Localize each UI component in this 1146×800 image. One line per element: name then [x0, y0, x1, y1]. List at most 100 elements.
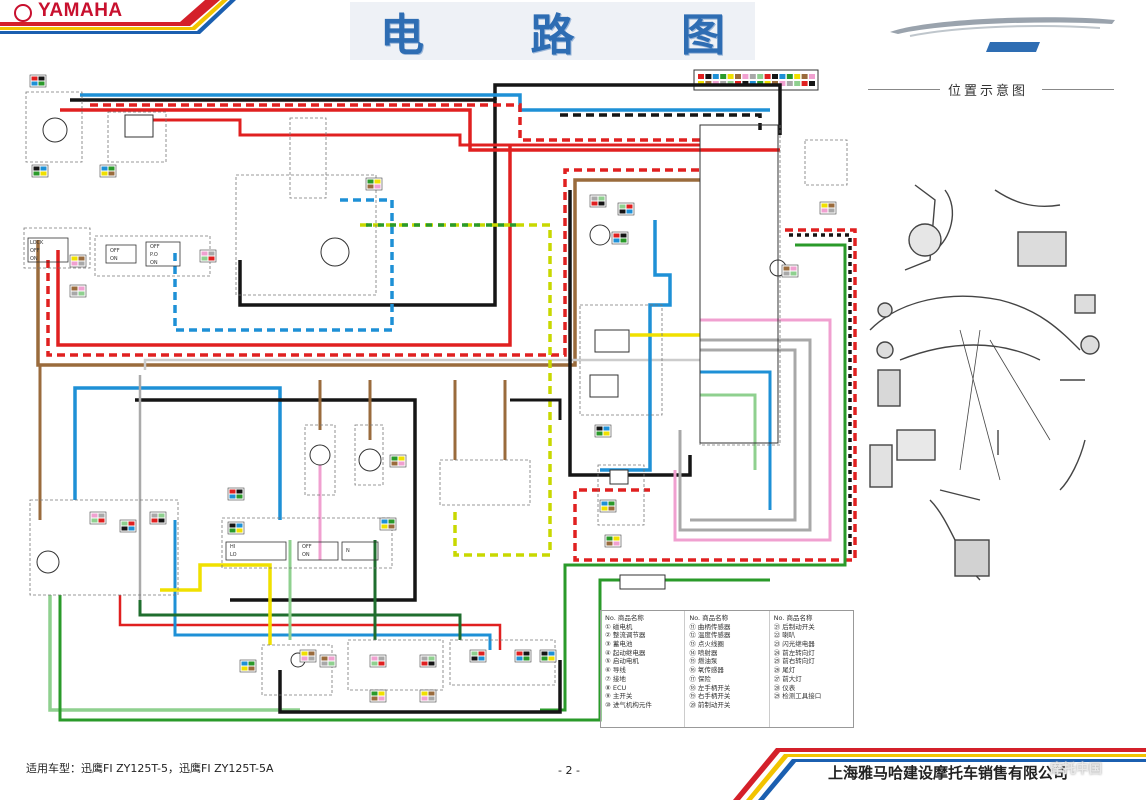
- legend-col-1: No. 商品名称 ① 磁电机 ② 整流调节器 ③ 蓄电池 ④ 起动继电器 ⑤ 启…: [601, 611, 686, 727]
- divider-left: [868, 89, 940, 90]
- fuse-connector-icon: [619, 574, 666, 590]
- connector-pin: [809, 74, 815, 79]
- legend-item: ⑯ 氧传感器: [689, 666, 724, 675]
- magneto-box: [25, 91, 83, 163]
- headlight-box: [304, 424, 336, 496]
- legend-item: ⑭ 喷射器: [689, 648, 718, 657]
- fuel-injector-icon: [589, 224, 611, 246]
- wire-blue-bottom: [173, 520, 492, 650]
- connector-chip: [319, 654, 337, 668]
- divider-right: [1042, 89, 1114, 90]
- legend-item: ⑥ 导线: [605, 666, 626, 675]
- connector-chip: [299, 649, 317, 663]
- legend-item: ⑩ 进气机构元件: [605, 700, 652, 709]
- main-switch-box: [23, 227, 91, 269]
- top-left-stripes: [0, 0, 236, 34]
- connector-chip: [379, 517, 397, 531]
- legend-item: ㉕ 前右转向灯: [773, 657, 815, 666]
- label-off: OFF: [30, 248, 40, 254]
- wire-red-right-dash: [573, 228, 857, 562]
- starter-motor-icon: [320, 237, 350, 267]
- connector-chip: [781, 264, 799, 278]
- wire-black-bottom: [278, 660, 562, 714]
- legend-col-3: No. 商品名称 ㉑ 后制动开关 ㉒ 喇叭 ㉓ 闪光继电器 ㉔ 前左转向灯 ㉕ …: [770, 611, 853, 727]
- legend-table: No. 商品名称 ① 磁电机 ② 整流调节器 ③ 蓄电池 ④ 起动继电器 ⑤ 启…: [600, 610, 854, 728]
- connector-chip: [119, 519, 137, 533]
- connector-chip: [514, 649, 532, 663]
- wire-pink: [673, 318, 832, 542]
- wire-black-ecu-box: [568, 190, 692, 477]
- relay-icon: [594, 329, 630, 353]
- legend-item: ⑬ 点火线圈: [689, 640, 724, 649]
- connector-chip: [369, 689, 387, 703]
- wire-red-dash-top: [90, 103, 700, 142]
- wire-red-bottom: [118, 595, 502, 650]
- legend-item: ⑨ 主开关: [605, 692, 633, 701]
- legend-item: ㉗ 前大灯: [773, 674, 802, 683]
- wire-yellow-bottom: [160, 563, 272, 645]
- legend-item: ㉓ 闪光继电器: [773, 640, 815, 649]
- label-dim-off: OFF: [150, 244, 160, 250]
- connector-chip: [99, 164, 117, 178]
- legend-item: ⑫ 温度传感器: [689, 631, 731, 640]
- legend-item: ② 整流调节器: [605, 631, 646, 640]
- connector-pin: [779, 74, 786, 79]
- company-name: 上海雅马哈建设摩托车销售有限公司: [828, 764, 1069, 782]
- connector-chip: [594, 424, 612, 438]
- relay-icon-2: [589, 374, 619, 398]
- connector-pin: [772, 74, 778, 79]
- connector-pin: [742, 74, 749, 79]
- applicable-models: 适用车型：迅鹰FI ZY125T-5，迅鹰FI ZY125T-5A: [26, 762, 274, 775]
- label-on: ON: [30, 256, 38, 262]
- title-char-3: 图: [681, 10, 725, 61]
- connector-chip: [29, 74, 47, 88]
- wire-red-top: [60, 108, 780, 152]
- connector-chip: [227, 521, 245, 535]
- connector-chip: [227, 487, 245, 501]
- legend-item: ⑤ 启动电机: [605, 657, 639, 666]
- tuning-fork-icon: [14, 4, 32, 22]
- legend-item: ⑮ 燃油泵: [689, 657, 718, 666]
- location-diagram-title: 位置示意图: [948, 84, 1029, 99]
- wire-gray-2: [690, 348, 797, 522]
- legend-item: ㉖ 尾灯: [773, 666, 796, 675]
- connector-chip: [365, 177, 383, 191]
- connector-pin: [801, 74, 808, 79]
- legend-item: ⑧ ECU: [605, 683, 627, 692]
- connector-pin: [801, 81, 808, 86]
- connector-chip: [611, 231, 629, 245]
- wire-black-mid: [135, 398, 417, 602]
- legend-item: ㉑ 后制动开关: [773, 622, 815, 631]
- engine-switch-table: [297, 541, 339, 561]
- connector-chip: [239, 659, 257, 673]
- meter-box: [29, 499, 179, 596]
- connector-pin: [749, 74, 756, 79]
- headlight-icon: [309, 444, 331, 466]
- horn-switch-table: [225, 541, 287, 561]
- connector-pin: [698, 74, 704, 79]
- brand-text: YAMAHA: [38, 0, 123, 21]
- wire-lightgreen-bottom: [48, 595, 300, 712]
- legend-item: ① 磁电机: [605, 622, 633, 631]
- connector-pin: [786, 74, 793, 79]
- yamaha-logo: YAMAHA: [14, 0, 123, 22]
- horn-icon: [358, 448, 382, 472]
- connector-chip: [69, 284, 87, 298]
- label-eng-off: OFF: [302, 544, 312, 550]
- connector-chip: [389, 454, 407, 468]
- turn-switch-table: [341, 541, 379, 561]
- dim-switch-table: [145, 241, 181, 267]
- label-eng-on: ON: [302, 552, 310, 558]
- right-handlebar-box: [221, 517, 393, 569]
- connector-chip: [69, 254, 87, 268]
- connector-pin: [794, 81, 801, 86]
- wire-blue-top: [80, 93, 770, 112]
- legend-item: ⑰ 保险: [689, 674, 711, 683]
- connector-pin: [727, 74, 734, 79]
- label-dim-on: ON: [150, 260, 158, 266]
- label-n: N: [346, 548, 350, 554]
- connector-pin: [794, 74, 801, 79]
- oxygen-sensor-icon: [609, 469, 629, 485]
